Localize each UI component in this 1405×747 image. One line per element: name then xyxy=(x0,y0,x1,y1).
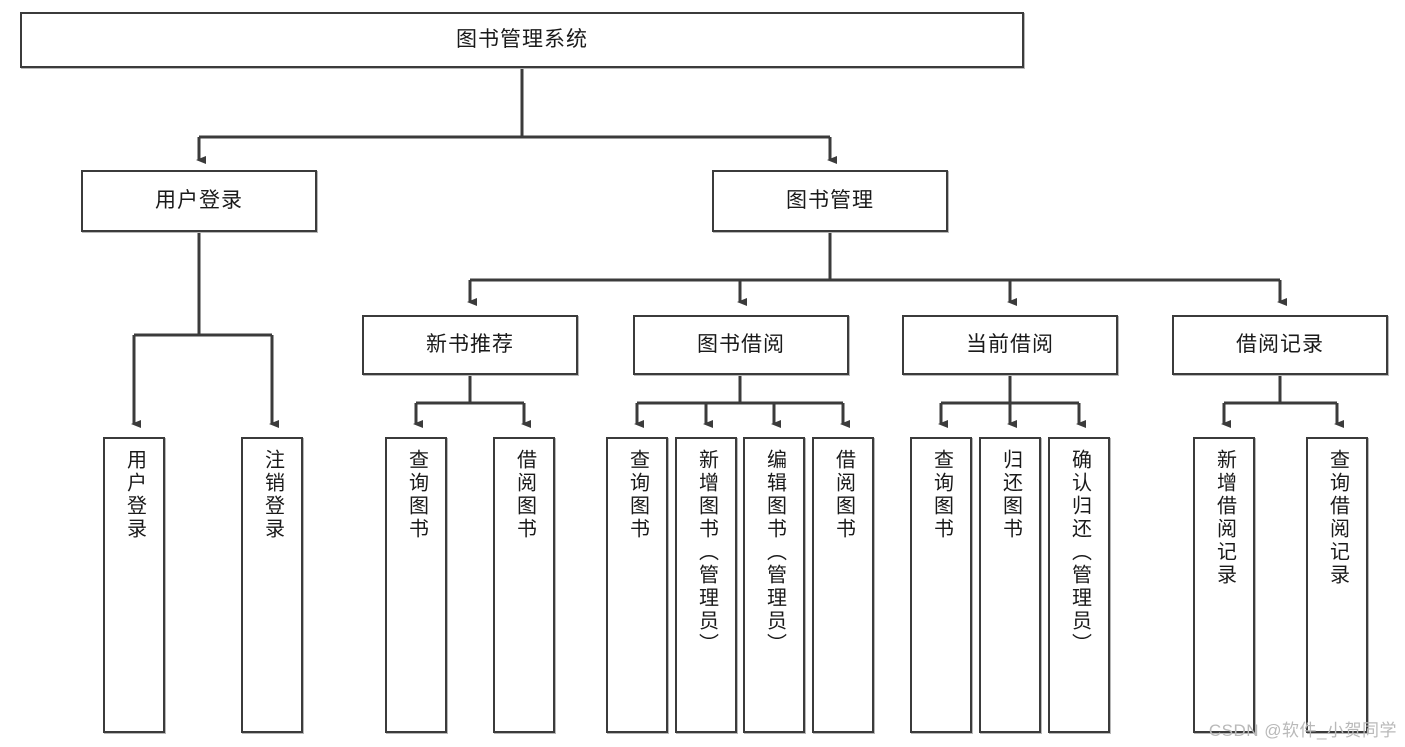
node-root-label: 图书管理系统 xyxy=(456,28,588,52)
node-leaf-return-book[interactable]: 归还图书 xyxy=(979,437,1041,733)
node-leaf-user-login-label: 用户登录 xyxy=(123,449,146,541)
node-book-borrow[interactable]: 图书借阅 xyxy=(633,315,849,375)
node-borrow-record[interactable]: 借阅记录 xyxy=(1172,315,1388,375)
node-leaf-query-book-2-label: 查询图书 xyxy=(626,449,649,541)
node-leaf-edit-book[interactable]: 编辑图书（管理员） xyxy=(743,437,805,733)
node-leaf-query-record[interactable]: 查询借阅记录 xyxy=(1306,437,1368,733)
node-leaf-query-book-1-label: 查询图书 xyxy=(405,449,428,541)
node-new-book-rec[interactable]: 新书推荐 xyxy=(362,315,578,375)
node-user-login-label: 用户登录 xyxy=(155,189,243,213)
node-leaf-query-book-2[interactable]: 查询图书 xyxy=(606,437,668,733)
node-leaf-edit-book-label: 编辑图书（管理员） xyxy=(763,449,786,656)
node-leaf-borrow-book-2-label: 借阅图书 xyxy=(832,449,855,541)
node-leaf-query-record-label: 查询借阅记录 xyxy=(1326,449,1349,587)
node-current-borrow[interactable]: 当前借阅 xyxy=(902,315,1118,375)
node-leaf-confirm-return-label: 确认归还（管理员） xyxy=(1068,449,1091,656)
node-leaf-add-record[interactable]: 新增借阅记录 xyxy=(1193,437,1255,733)
node-leaf-query-book-1[interactable]: 查询图书 xyxy=(385,437,447,733)
node-leaf-add-book[interactable]: 新增图书（管理员） xyxy=(675,437,737,733)
node-leaf-add-book-label: 新增图书（管理员） xyxy=(695,449,718,656)
node-leaf-borrow-book-2[interactable]: 借阅图书 xyxy=(812,437,874,733)
node-leaf-add-record-label: 新增借阅记录 xyxy=(1213,449,1236,587)
node-leaf-borrow-book-1[interactable]: 借阅图书 xyxy=(493,437,555,733)
node-leaf-logout[interactable]: 注销登录 xyxy=(241,437,303,733)
node-leaf-query-book-3-label: 查询图书 xyxy=(930,449,953,541)
node-leaf-confirm-return[interactable]: 确认归还（管理员） xyxy=(1048,437,1110,733)
node-new-book-rec-label: 新书推荐 xyxy=(426,333,514,357)
node-leaf-query-book-3[interactable]: 查询图书 xyxy=(910,437,972,733)
node-leaf-user-login[interactable]: 用户登录 xyxy=(103,437,165,733)
node-root[interactable]: 图书管理系统 xyxy=(20,12,1024,68)
node-book-manage-label: 图书管理 xyxy=(786,189,874,213)
node-user-login[interactable]: 用户登录 xyxy=(81,170,317,232)
node-book-borrow-label: 图书借阅 xyxy=(697,333,785,357)
node-leaf-borrow-book-1-label: 借阅图书 xyxy=(513,449,536,541)
csdn-watermark: CSDN @软件_小贺同学 xyxy=(1208,721,1397,740)
node-current-borrow-label: 当前借阅 xyxy=(966,333,1054,357)
node-book-manage[interactable]: 图书管理 xyxy=(712,170,948,232)
node-borrow-record-label: 借阅记录 xyxy=(1236,333,1324,357)
node-leaf-logout-label: 注销登录 xyxy=(261,449,284,541)
node-leaf-return-book-label: 归还图书 xyxy=(999,449,1022,541)
